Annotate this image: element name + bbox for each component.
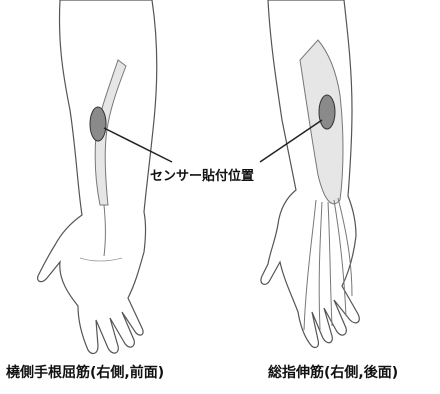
left-sensor-marker — [90, 107, 106, 141]
sensor-position-label: センサー貼付位置 — [150, 165, 254, 184]
right-sensor-marker — [319, 95, 335, 129]
left-arm-caption: 橈側手根屈筋(右側,前面) — [6, 362, 164, 382]
right-arm-back-view — [260, 0, 359, 347]
right-arm-caption: 総指伸筋(右側,後面) — [268, 362, 398, 382]
